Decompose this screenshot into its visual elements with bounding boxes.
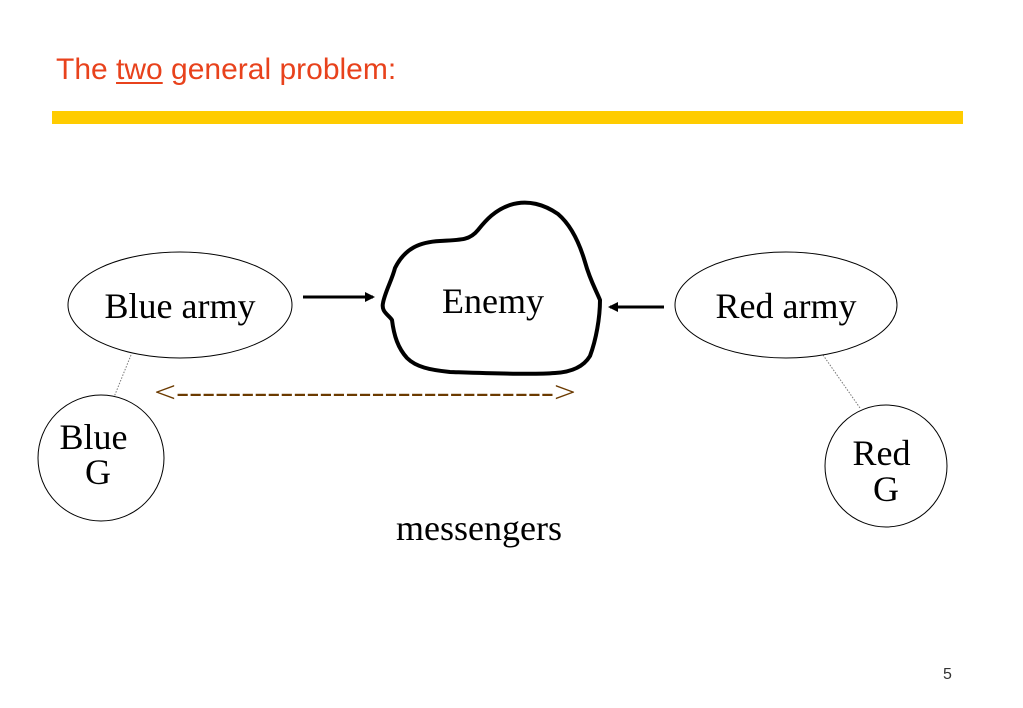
blue-general-line-2: G [85, 452, 111, 492]
red-general-line-2: G [873, 469, 899, 509]
red-army-label: Red army [716, 286, 857, 326]
slide-title: The two general problem: [56, 52, 396, 88]
enemy-label: Enemy [442, 281, 544, 321]
messengers-label: messengers [396, 508, 562, 548]
blue-general-line-1: Blue [60, 417, 128, 457]
page-number: 5 [943, 666, 952, 683]
title-divider [52, 111, 963, 124]
title-emphasis: two [116, 53, 163, 86]
title-prefix: The [56, 53, 117, 86]
blue-general-node [37, 394, 165, 522]
red-army-general-connector [822, 354, 861, 409]
red-general-label: Red G [853, 433, 920, 509]
enemy-node [380, 200, 602, 376]
red-army-node [674, 251, 898, 359]
blue-general-label: Blue G [60, 417, 137, 492]
red-general-line-1: Red [853, 433, 911, 473]
blue-army-node [67, 251, 293, 359]
blue-army-general-connector [111, 354, 132, 403]
title-suffix: general problem: [162, 53, 397, 86]
red-general-node [824, 404, 948, 528]
blue-army-label: Blue army [105, 286, 256, 326]
message-channel-arrow: <-----------------------------> [154, 376, 576, 409]
